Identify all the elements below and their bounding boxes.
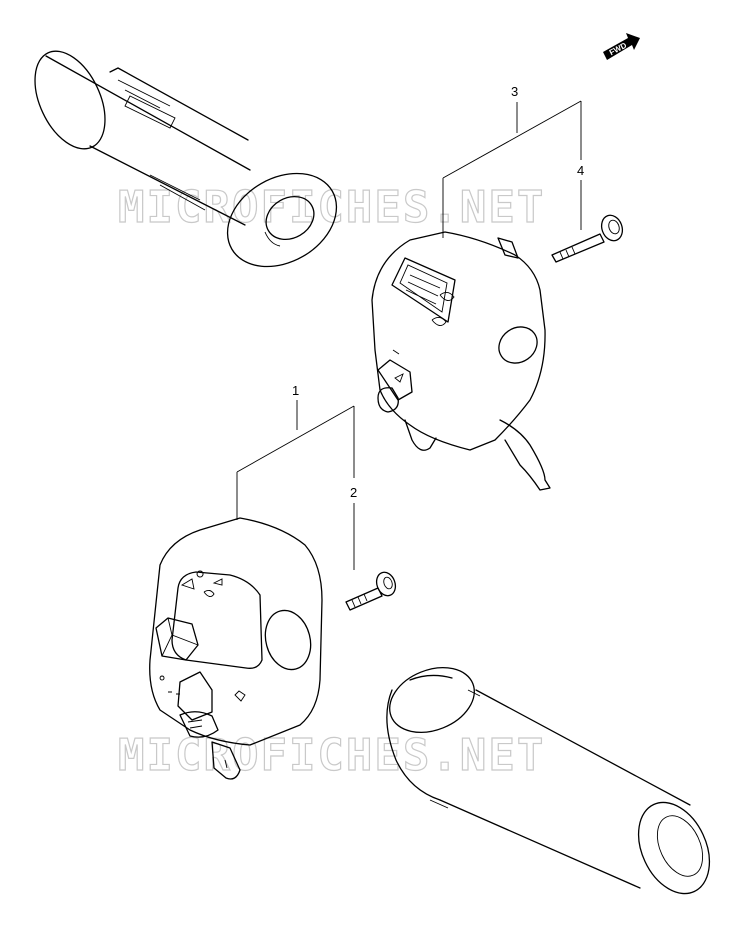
callout-group-3-4: 3 4 <box>442 84 584 238</box>
right-switch-housing-part <box>371 231 551 491</box>
screw-2-part <box>345 571 397 611</box>
left-grip-part <box>34 50 338 268</box>
watermark-top: MICROFICHES.NET <box>118 182 545 233</box>
fwd-arrow-icon: FWD <box>603 33 640 60</box>
right-grip-part <box>386 667 711 895</box>
callout-2: 2 <box>350 485 357 500</box>
callout-4: 4 <box>577 163 584 178</box>
watermark-bottom: MICROFICHES.NET <box>118 730 545 781</box>
screw-4-part <box>551 214 624 263</box>
callout-3: 3 <box>511 84 518 99</box>
callout-1: 1 <box>292 383 299 398</box>
left-switch-housing-part <box>149 517 323 780</box>
callout-group-1-2: 1 2 <box>236 383 357 570</box>
